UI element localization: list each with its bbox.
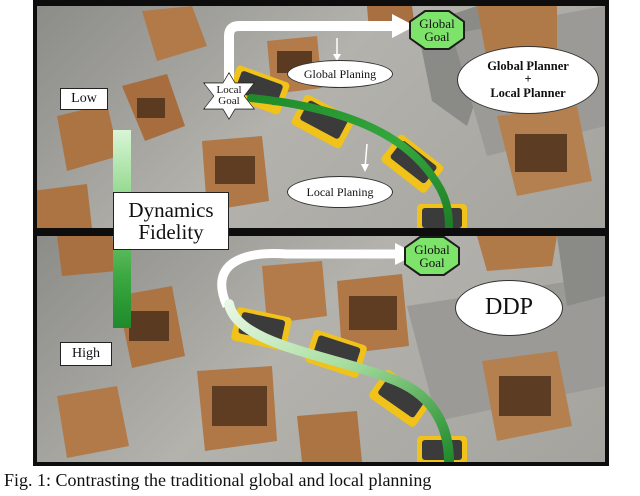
- method-line2: +: [524, 72, 532, 87]
- global-goal-word2: Goal: [424, 29, 450, 44]
- method-label-ddp: DDP: [455, 280, 563, 336]
- global-goal-marker-bottom: Global Goal: [404, 236, 460, 276]
- local-planning-label: Local Planing: [287, 176, 393, 208]
- method-line3: Local Planner: [490, 85, 566, 100]
- local-goal-word2: Goal: [218, 95, 240, 107]
- figure: Global Goal Local Goal Global Planing Lo…: [33, 0, 609, 466]
- local-trajectory: [247, 94, 453, 228]
- fidelity-title-line2: Fidelity: [138, 220, 204, 244]
- fidelity-title-line1: Dynamics: [128, 197, 214, 222]
- fidelity-low-label: Low: [60, 88, 108, 110]
- fidelity-high-label: High: [60, 342, 112, 366]
- figure-caption: Fig. 1: Contrasting the traditional glob…: [4, 470, 432, 490]
- ddp-trajectory: [224, 299, 454, 462]
- global-planning-label: Global Planing: [287, 60, 393, 88]
- cardboard-boxes: [57, 236, 572, 462]
- fidelity-title: Dynamics Fidelity: [113, 192, 229, 250]
- top-panel-scene: Global Goal Local Goal Global Planing Lo…: [37, 6, 605, 228]
- bottom-panel-scene: Global Goal DDP: [37, 236, 605, 462]
- global-path-arrow: [224, 21, 397, 86]
- global-goal-word2: Goal: [419, 255, 445, 270]
- global-goal-word1: Global: [419, 16, 455, 31]
- method-line1: Global Planner: [487, 59, 569, 74]
- ddp-path-top: [217, 249, 399, 308]
- local-goal-word1: Local: [216, 84, 242, 96]
- method-label-top: Global Planner + Local Planner: [457, 46, 599, 114]
- global-goal-word1: Global: [414, 242, 450, 257]
- global-goal-marker-top: Global Goal: [409, 10, 465, 50]
- global-path-arrowhead: [392, 14, 415, 38]
- fence-panel: [557, 236, 605, 306]
